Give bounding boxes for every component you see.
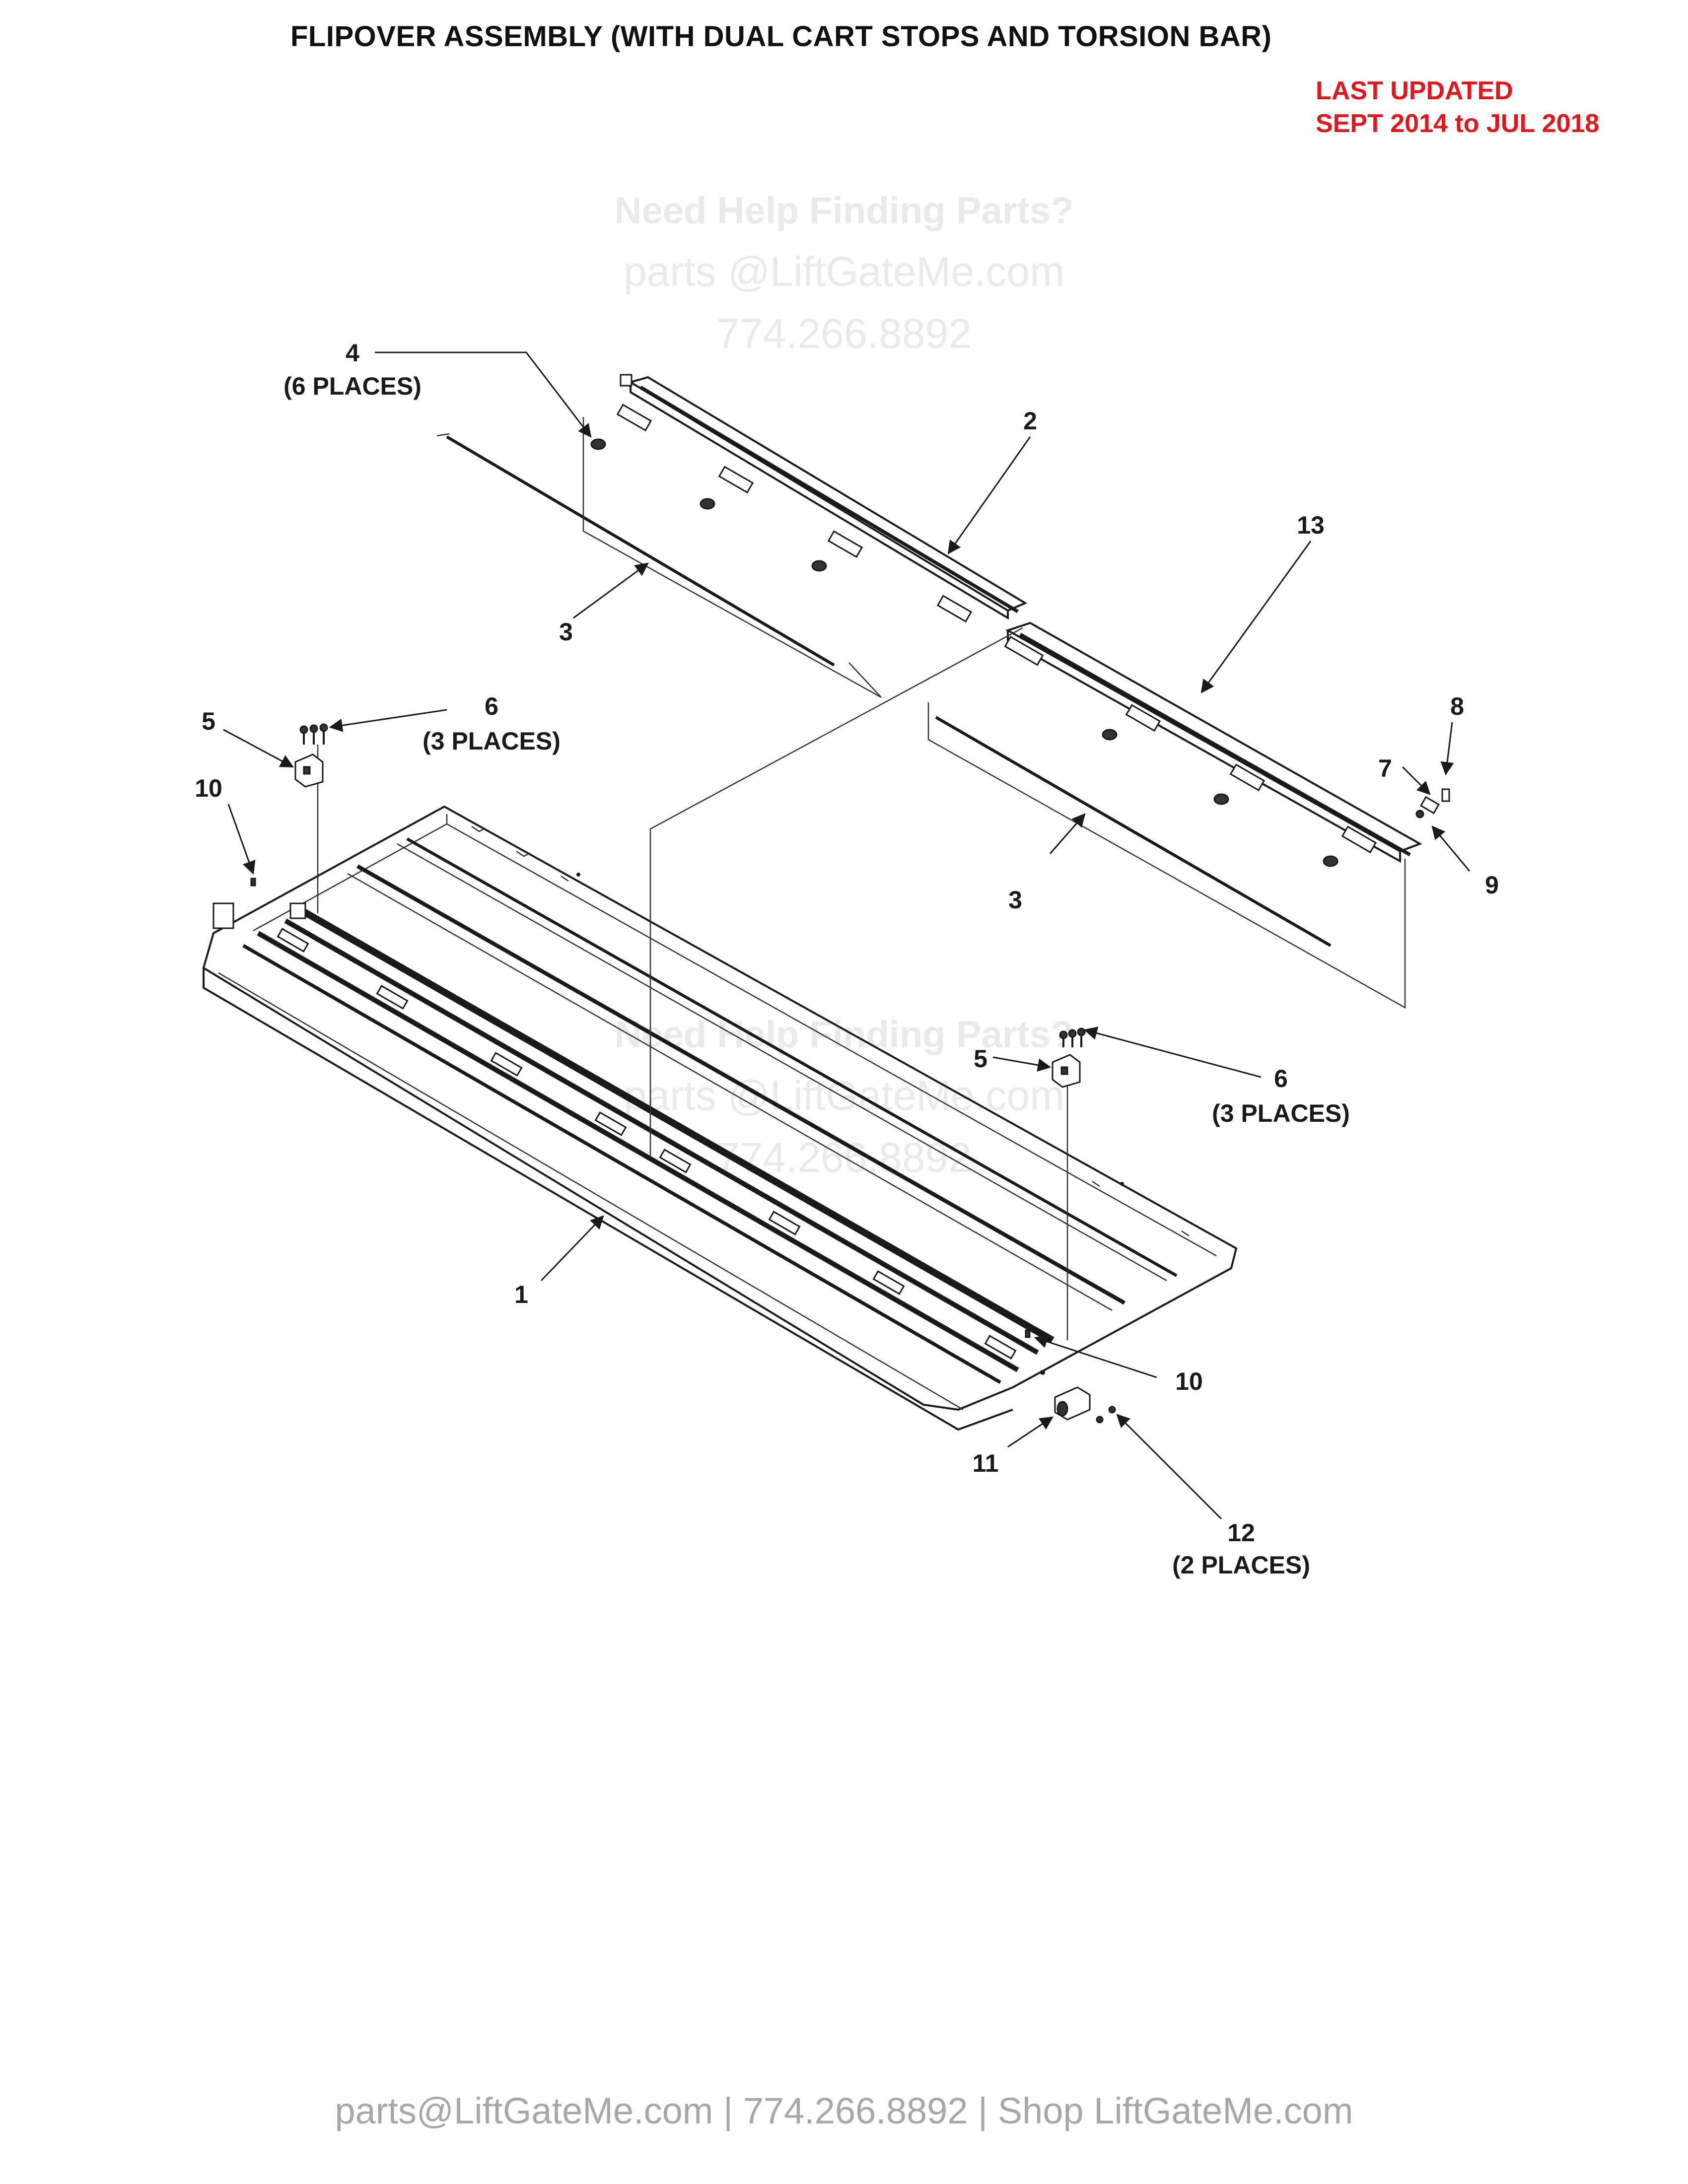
callout-9: 9	[1485, 871, 1499, 899]
callout-labels: 4 (6 PLACES) 2 13 3 8 7 9 5 6 (3 PLACES)…	[195, 339, 1499, 1579]
callout-13: 13	[1297, 511, 1325, 539]
callout-7: 7	[1378, 754, 1392, 782]
cart-stop-part-2	[590, 374, 1028, 623]
bolts-part-6-right	[1059, 1027, 1086, 1047]
bracket-part-5-left	[294, 753, 324, 788]
pin-part-10-right	[1025, 1329, 1031, 1338]
callout-5-right: 5	[974, 1045, 987, 1073]
footer-contact: parts@LiftGateMe.com | 774.266.8892 | Sh…	[335, 2090, 1353, 2131]
assembly-lines	[317, 417, 1406, 1340]
callout-1: 1	[514, 1281, 528, 1308]
last-updated-range: SEPT 2014 to JUL 2018	[1316, 109, 1600, 138]
pin-part-10-left	[250, 878, 256, 887]
callout-6-left-qty: (3 PLACES)	[422, 727, 561, 755]
callout-3-upper: 3	[559, 618, 573, 646]
callout-12-qty: (2 PLACES)	[1172, 1551, 1310, 1579]
screws-part-12	[1096, 1406, 1116, 1424]
callout-10-left: 10	[195, 774, 222, 802]
torsion-rod-part-3-lower	[935, 716, 1332, 947]
callout-6-left: 6	[485, 692, 498, 720]
callout-3-lower: 3	[1008, 886, 1022, 914]
callout-6-right: 6	[1274, 1065, 1288, 1092]
bracket-part-5-right	[1052, 1054, 1081, 1088]
watermark-phone: 774.266.8892	[716, 310, 972, 357]
block-part-11	[1054, 1386, 1091, 1421]
callout-11: 11	[973, 1449, 999, 1477]
platform-part-1	[203, 806, 1237, 1431]
callout-4: 4	[346, 339, 359, 367]
page-title: FLIPOVER ASSEMBLY (WITH DUAL CART STOPS …	[290, 20, 1272, 53]
torsion-rod-part-3-upper	[436, 433, 835, 667]
watermark-email: parts @LiftGateMe.com	[623, 248, 1065, 295]
bolts-part-6-left	[299, 723, 328, 745]
last-updated-note: LAST UPDATED SEPT 2014 to JUL 2018	[1316, 74, 1599, 140]
callout-10-right: 10	[1175, 1367, 1203, 1395]
leader-lines	[223, 351, 1471, 1520]
watermark-heading: Need Help Finding Parts?	[614, 1014, 1074, 1056]
spring-latches-part-4	[590, 438, 827, 572]
callout-8: 8	[1450, 692, 1464, 720]
callout-12: 12	[1227, 1519, 1255, 1547]
callout-2: 2	[1023, 407, 1037, 435]
watermark-top: Need Help Finding Parts? parts @LiftGate…	[496, 181, 1192, 365]
hinge-knuckles	[277, 928, 1017, 1360]
callout-6-right-qty: (3 PLACES)	[1212, 1099, 1350, 1127]
callout-4-qty: (6 PLACES)	[283, 372, 422, 400]
callout-5-left: 5	[202, 707, 215, 735]
watermark-heading: Need Help Finding Parts?	[614, 190, 1074, 232]
last-updated-label: LAST UPDATED	[1316, 76, 1513, 105]
end-fittings-parts-7-8-9	[1415, 788, 1450, 819]
